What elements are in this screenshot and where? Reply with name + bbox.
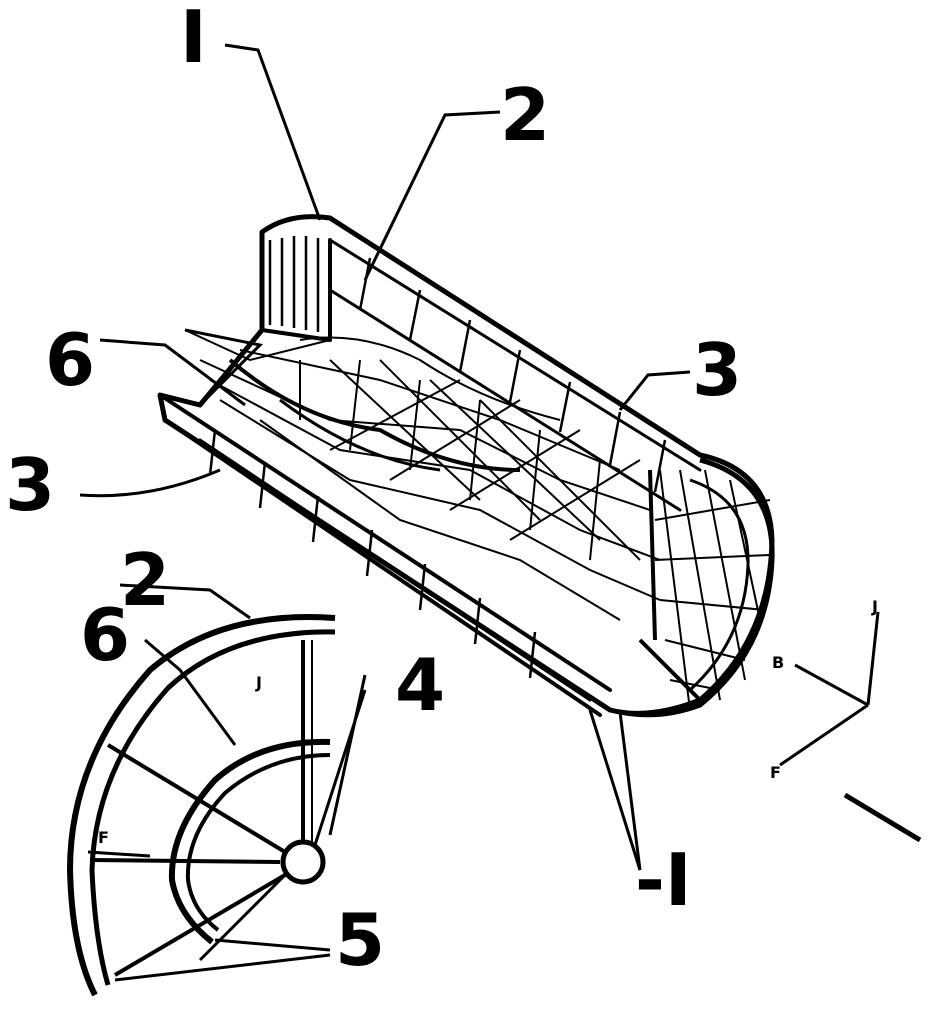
label-sector-six: 6 (80, 593, 130, 677)
end-cap (619, 457, 775, 718)
mark-sector-j: J (255, 673, 262, 692)
label-sector-five: 5 (335, 898, 385, 982)
leader-lines (79, 43, 691, 871)
label-top-roman: I (180, 0, 207, 79)
label-sector-four: 4 (395, 643, 445, 727)
label-right-three: 3 (692, 328, 742, 412)
mesh-core (184, 328, 661, 621)
label-sector-two: 2 (120, 538, 170, 622)
label-bottom-roman: -I (635, 838, 692, 922)
mark-axes-b: B (772, 653, 784, 672)
mark-axes-f: F (770, 763, 781, 782)
axes-glyph (779, 611, 922, 843)
label-top-two: 2 (500, 73, 550, 157)
sector-cross-section (66, 583, 367, 997)
sector-inner-arc (168, 738, 331, 945)
mark-sector-f: F (98, 828, 109, 847)
label-left-six: 6 (45, 318, 95, 402)
mark-axes-j: J (871, 597, 878, 616)
cylinder-assembly (157, 214, 775, 718)
lower-plate (158, 393, 612, 717)
sector-hub (280, 839, 326, 885)
label-left-three: 3 (5, 443, 55, 527)
upper-plate (260, 230, 702, 512)
sector-inner-arc-2 (185, 753, 331, 932)
sector-second-arc (89, 629, 336, 986)
sector-outer-arc (66, 614, 336, 997)
